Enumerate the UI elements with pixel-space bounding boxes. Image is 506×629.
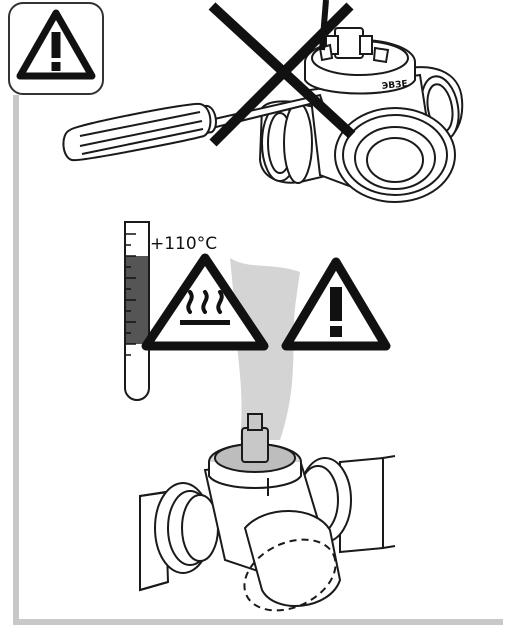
esbe-logo: ЭВЗЕ (381, 79, 408, 92)
frame-border (13, 95, 503, 625)
warning-icon (16, 9, 96, 80)
top-valve (258, 27, 464, 203)
bottom-valve (139, 413, 384, 612)
hot-surface-warning-icon (141, 253, 269, 351)
cutout-lines (382, 455, 396, 549)
warning-tile (8, 2, 104, 95)
temperature-label: +110°C (150, 234, 218, 254)
thermometer (124, 221, 150, 401)
general-warning-icon (281, 257, 391, 351)
prohibited-cross-icon (208, 0, 356, 147)
